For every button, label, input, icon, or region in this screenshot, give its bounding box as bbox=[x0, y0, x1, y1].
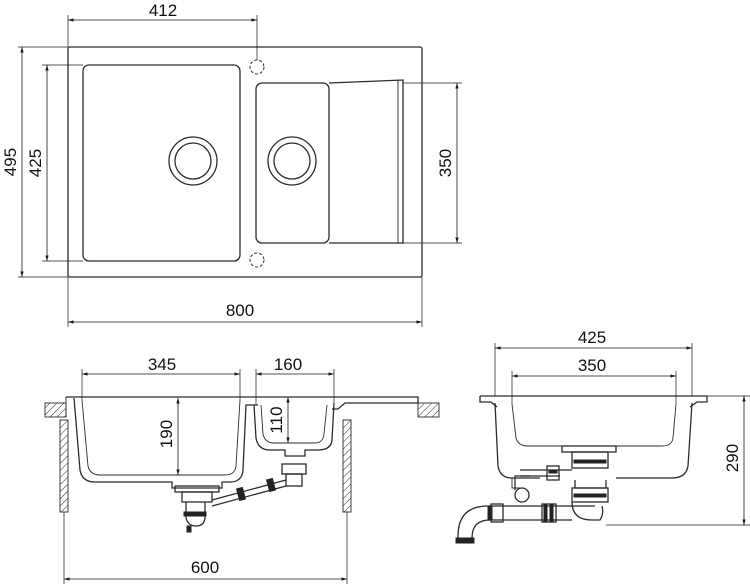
small-drain-body bbox=[281, 463, 307, 475]
dim-600: 600 bbox=[191, 558, 219, 577]
top-view: 412 495 425 350 800 bbox=[1, 1, 462, 327]
side-waste-pipe bbox=[520, 469, 572, 477]
large-bowl-section-inner bbox=[81, 399, 241, 476]
large-bowl-drain-outer bbox=[168, 136, 218, 186]
side-bowl-inner bbox=[511, 403, 677, 447]
front-trap bbox=[185, 502, 206, 527]
small-bowl-drain-inner bbox=[273, 142, 311, 180]
overflow-connector-pipe bbox=[211, 479, 287, 507]
large-drain-body bbox=[181, 491, 213, 503]
front-section-view: 345 160 190 110 600 bbox=[44, 355, 440, 584]
dim-190: 190 bbox=[157, 420, 176, 448]
dim-495: 495 bbox=[1, 148, 20, 176]
large-drain-flange bbox=[174, 485, 220, 493]
drainer-board bbox=[328, 79, 404, 244]
tap-hole-top bbox=[249, 59, 265, 75]
large-bowl-section-outer bbox=[73, 397, 258, 489]
sink-rim bbox=[66, 396, 419, 410]
dim-350-top: 350 bbox=[436, 149, 455, 177]
small-bowl-drain-outer bbox=[267, 136, 317, 186]
side-section-view: 425 350 290 bbox=[455, 328, 750, 544]
small-bowl-section-inner bbox=[260, 404, 328, 444]
dim-412: 412 bbox=[149, 1, 177, 20]
cabinet-wall-right bbox=[342, 419, 352, 513]
side-rim bbox=[479, 395, 708, 408]
countertop-left bbox=[44, 402, 67, 418]
dim-425-side: 425 bbox=[578, 328, 606, 347]
dim-800: 800 bbox=[226, 301, 254, 320]
tap-hole-bottom bbox=[249, 252, 265, 268]
large-bowl-drain-inner bbox=[174, 142, 212, 180]
side-bowl-outer bbox=[494, 402, 693, 479]
dim-350-side: 350 bbox=[578, 356, 606, 375]
side-elbow bbox=[457, 505, 510, 540]
dim-110: 110 bbox=[267, 406, 286, 433]
cabinet-wall-left bbox=[59, 419, 69, 513]
countertop-right bbox=[417, 402, 440, 418]
dim-290: 290 bbox=[723, 444, 742, 472]
large-bowl bbox=[82, 64, 241, 262]
dim-160: 160 bbox=[274, 355, 302, 374]
small-bowl-section-outer bbox=[253, 402, 335, 457]
sink-outline bbox=[67, 46, 423, 278]
dim-425: 425 bbox=[26, 149, 45, 177]
dim-345: 345 bbox=[148, 355, 176, 374]
small-bowl bbox=[255, 82, 330, 244]
side-drain-flange bbox=[561, 445, 617, 453]
